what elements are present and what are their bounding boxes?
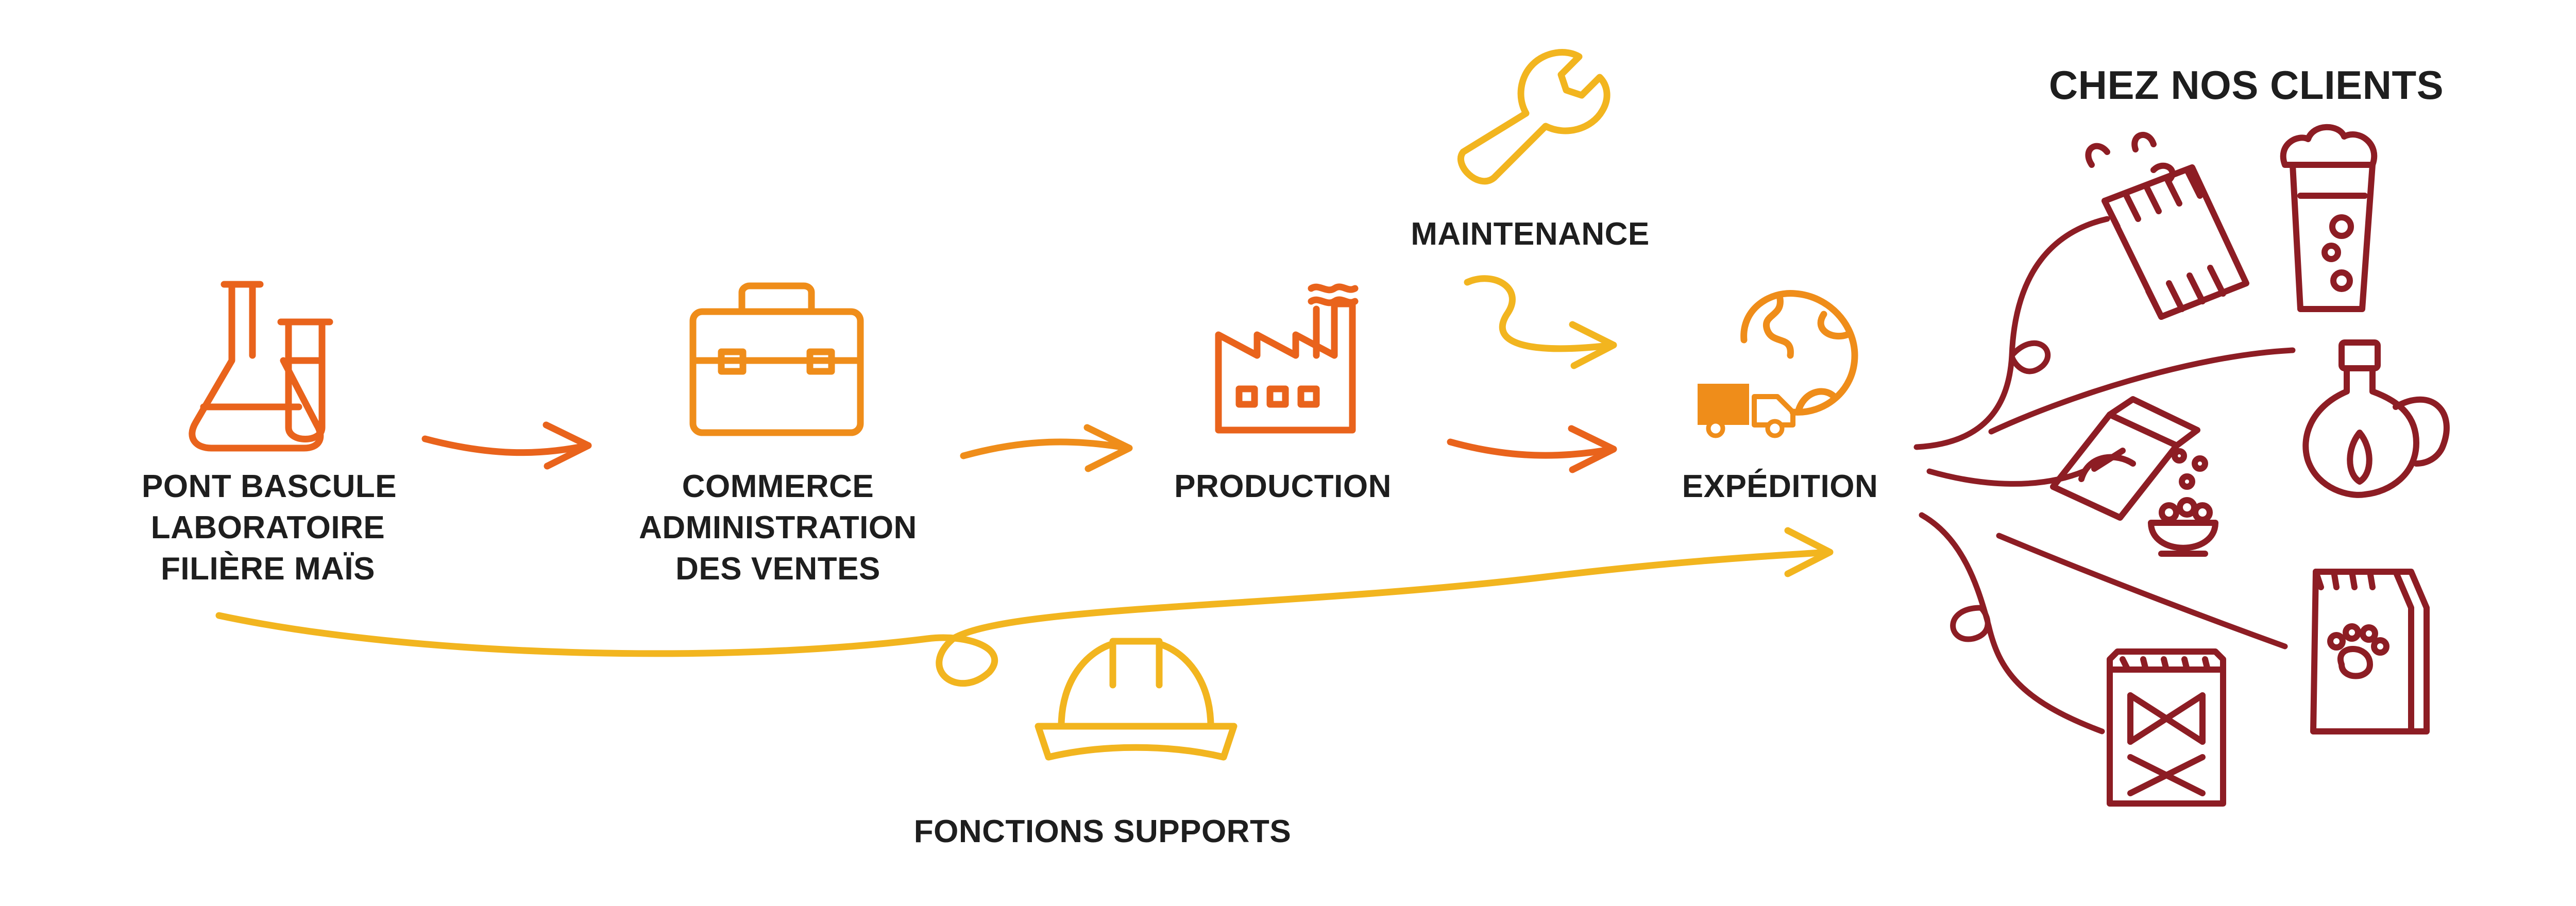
wrench-icon <box>1457 49 1611 185</box>
truck-icon <box>1698 384 1795 438</box>
beer-glass-icon <box>2280 124 2378 312</box>
factory-icon <box>1215 283 1359 434</box>
supports-label: FONCTIONS SUPPORTS <box>913 814 1292 849</box>
globe-truck-icon <box>1740 290 1858 416</box>
hard-hat-icon <box>1035 638 1238 761</box>
flow-arrow-commerce-production <box>960 424 1133 472</box>
flow-arrow-pont-commerce <box>421 421 592 470</box>
cereal-box-icon <box>2050 396 2218 557</box>
flow-arrow-production-expedition <box>1447 425 1617 473</box>
briefcase-icon <box>689 282 864 436</box>
step-label-production: PRODUCTION <box>1174 469 1392 504</box>
step-label-commerce: COMMERCE ADMINISTRATION DES VENTES <box>639 469 917 587</box>
flow-arrow-supports-expedition <box>215 527 1834 687</box>
flow-arrow-maintenance-expedition <box>1464 275 1617 369</box>
step-label-expedition: EXPÉDITION <box>1682 469 1878 504</box>
clients-title: CHEZ NOS CLIENTS <box>2048 62 2444 108</box>
step-label-pont-bascule: PONT BASCULE LABORATOIRE FILIÈRE MAÏS <box>142 469 397 587</box>
pasta-bag-icon <box>2107 648 2226 807</box>
oil-bottle-icon <box>2302 339 2450 498</box>
lab-flasks-icon <box>189 281 333 452</box>
maintenance-label: MAINTENANCE <box>1411 216 1650 252</box>
pet-food-bag-icon <box>2310 569 2430 734</box>
snack-bag-icon <box>2085 131 2249 320</box>
client-distribution-lines <box>1913 216 2296 734</box>
